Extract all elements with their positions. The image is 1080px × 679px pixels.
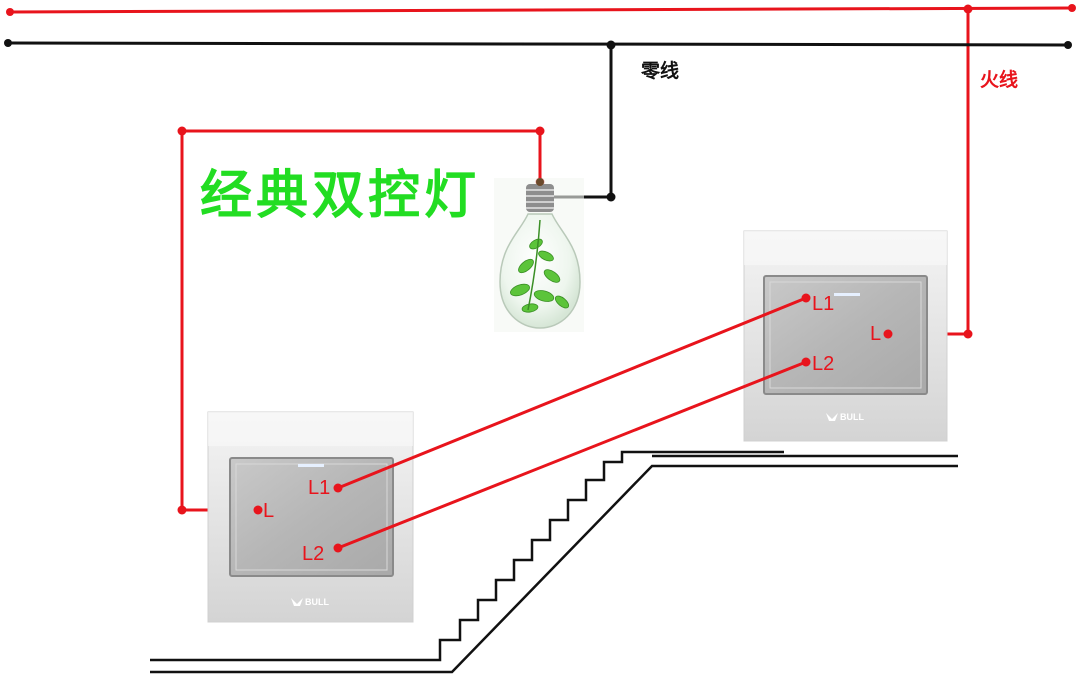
bull-logo-icon: BULL xyxy=(291,597,329,607)
live-label: 火线 xyxy=(980,68,1018,91)
neutral-label: 零线 xyxy=(640,59,679,82)
left-terminal-l: L xyxy=(263,500,274,522)
svg-text:BULL: BULL xyxy=(305,597,329,607)
right-terminal-l: L xyxy=(870,323,881,345)
right-terminal-l2: L2 xyxy=(812,353,834,375)
terminal-dots xyxy=(253,293,893,553)
traveller-wires xyxy=(337,296,807,550)
left-terminal-l1: L1 xyxy=(308,477,330,499)
diagram-title: 经典双控灯 xyxy=(200,166,480,226)
stairs-outline xyxy=(150,450,958,674)
neutral-wire xyxy=(7,41,1069,199)
right-terminal-l1: L1 xyxy=(812,293,834,315)
bulb-icon xyxy=(494,178,584,332)
bull-logo-icon: BULL xyxy=(826,412,864,422)
switch-right[interactable]: BULL xyxy=(743,230,948,442)
left-terminal-l2: L2 xyxy=(302,543,324,565)
svg-text:BULL: BULL xyxy=(840,412,864,422)
switch-left[interactable]: BULL xyxy=(207,411,414,623)
